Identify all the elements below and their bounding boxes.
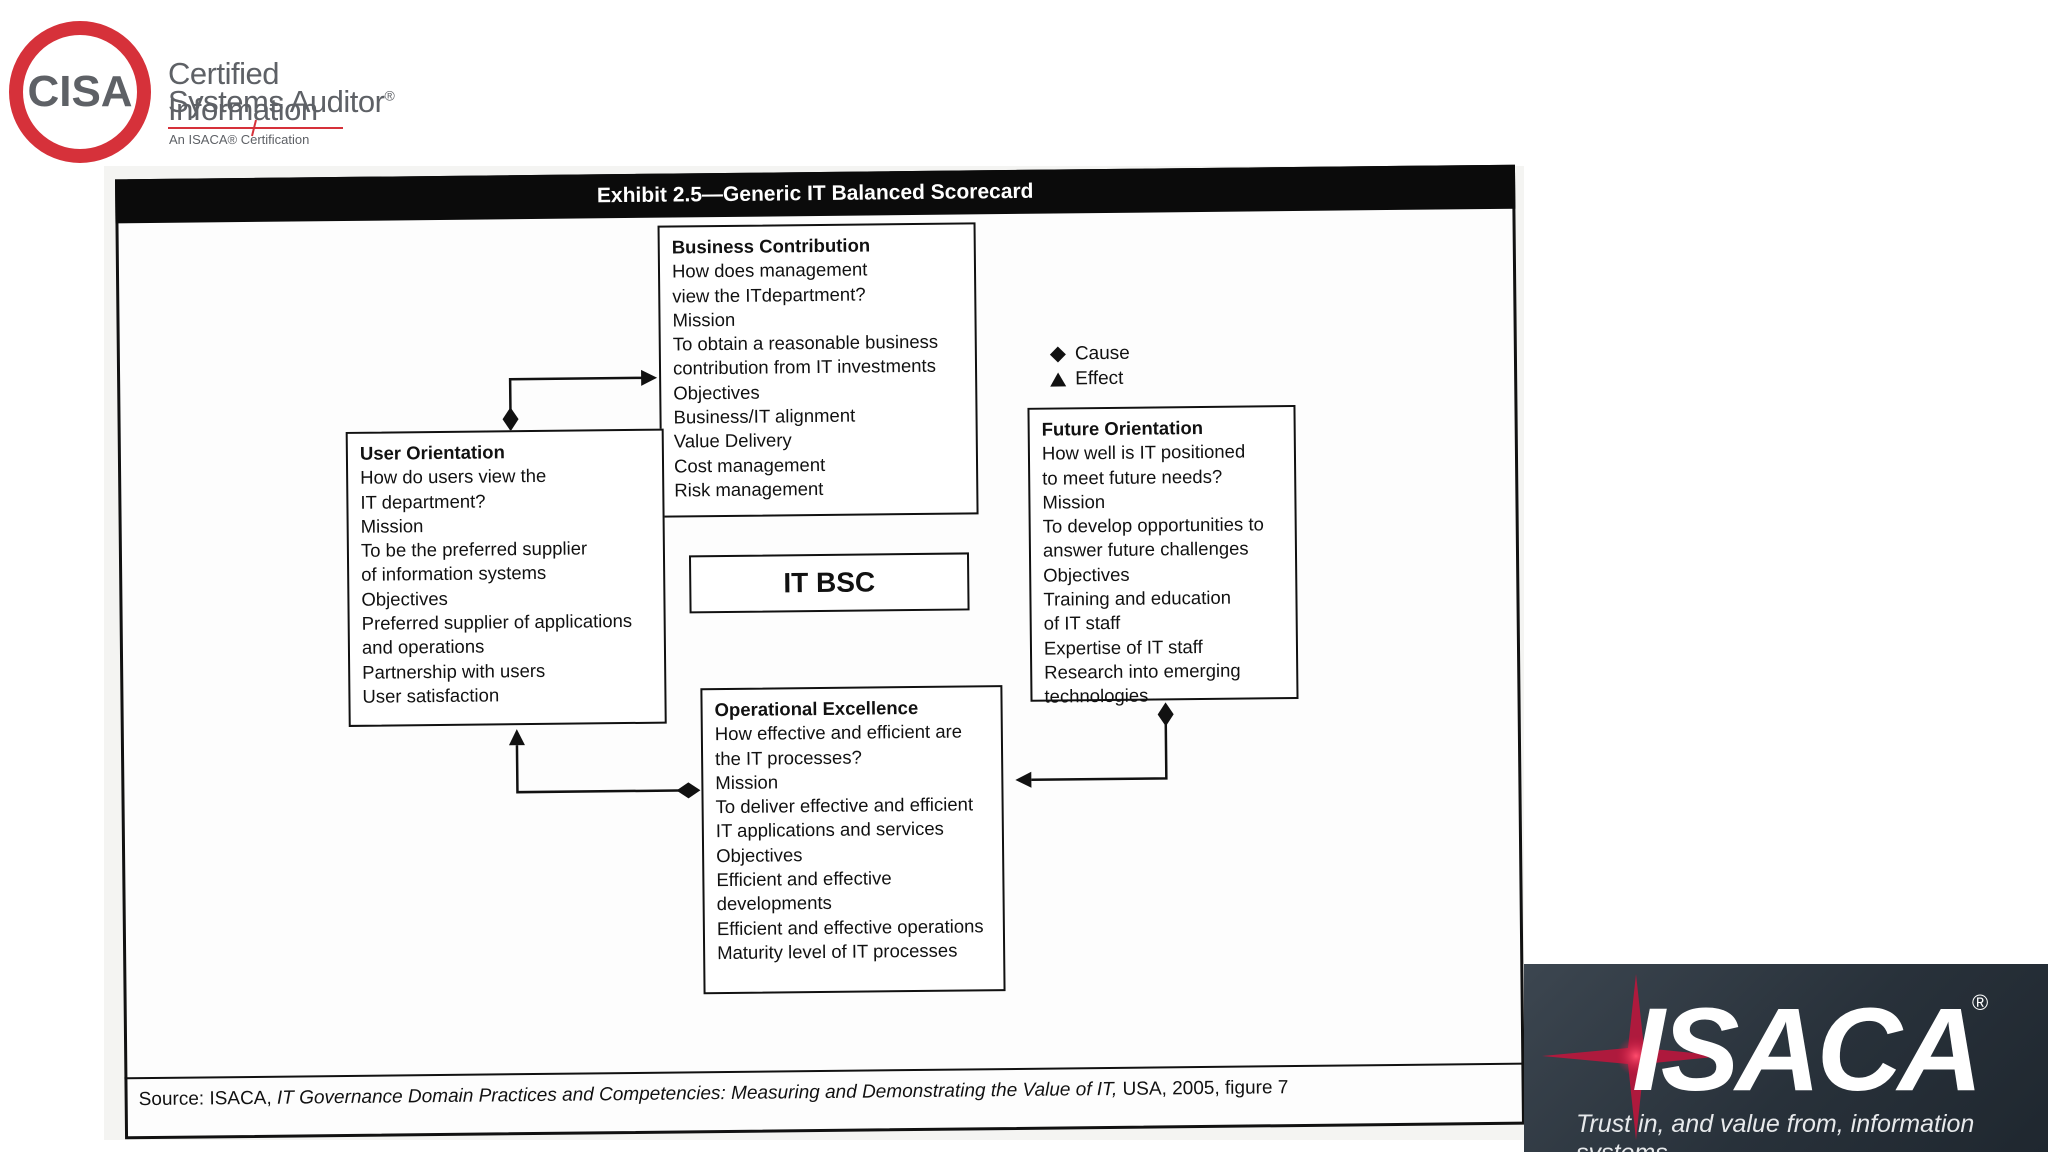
box-line: To develop opportunities to [1042, 513, 1264, 537]
cisa-tagline-line2: Systems Auditor® [168, 84, 395, 119]
box-line: and operations [361, 635, 485, 659]
cisa-subline: An ISACA® Certification [169, 132, 310, 147]
cisa-logo: CISA Certified Information Systems Audit… [6, 18, 406, 168]
box-line: IT department? [360, 490, 486, 513]
box-line: answer future challenges [1042, 537, 1249, 562]
box-title: Business Contribution [671, 234, 871, 258]
box-line: Mission [360, 515, 424, 537]
box-line: Mission [672, 308, 736, 331]
box-line: To deliver effective and efficient [715, 793, 974, 818]
box-line: of IT staff [1043, 612, 1121, 635]
box-line: Business/IT alignment [673, 404, 856, 428]
isaca-wordmark: ISACA [1632, 984, 1983, 1116]
box-line: To be the preferred supplier [360, 537, 588, 561]
box-title: Future Orientation [1041, 416, 1204, 440]
box-line: Objectives [716, 843, 803, 866]
box-line: How do users view the [360, 465, 547, 489]
box-line: contribution from IT investments [672, 355, 937, 380]
box-title: User Orientation [359, 441, 505, 464]
box-line: Risk management [674, 477, 824, 501]
legend-cause: Cause [1049, 341, 1130, 367]
legend-label: Effect [1075, 367, 1124, 390]
box-line: To obtain a reasonable business [672, 330, 939, 355]
box-line: Preferred supplier of applications [361, 610, 633, 634]
box-line: How effective and efficient are [714, 720, 963, 745]
box-line: of information systems [361, 562, 547, 586]
diamond-icon [1049, 345, 1066, 362]
legend: Cause Effect [1049, 341, 1130, 392]
box-line: IT applications and services [715, 818, 944, 842]
it-bsc-label: IT BSC [688, 552, 970, 614]
box-line: Value Delivery [673, 429, 792, 452]
box-line: to meet future needs? [1042, 465, 1223, 489]
box-line: the IT processes? [714, 746, 862, 769]
box-line: User satisfaction [362, 684, 500, 707]
box-line: Partnership with users [362, 659, 546, 683]
box-line: Training and education [1043, 586, 1232, 610]
box-line: Mission [715, 771, 779, 793]
cisa-wordmark: CISA [27, 67, 132, 116]
box-line: How does management [671, 258, 868, 282]
box-line: Efficient and effective operations [716, 914, 984, 939]
cisa-ring-icon: CISA [9, 21, 151, 163]
box-line: Mission [1042, 490, 1106, 513]
operational-excellence-box: Operational Excellence How effective and… [700, 685, 1006, 995]
exhibit-figure: Exhibit 2.5—Generic IT Balanced Scorecar… [115, 164, 1525, 1140]
box-line: Cost management [673, 453, 826, 477]
box-line: How well is IT positioned [1041, 440, 1246, 464]
business-contribution-box: Business Contribution How does managemen… [657, 222, 979, 518]
box-line: Expertise of IT staff [1043, 635, 1203, 659]
cisa-tagline-line1: Certified Information [168, 56, 318, 127]
box-line: view the ITdepartment? [672, 283, 866, 307]
box-line: Research into emerging [1044, 659, 1241, 683]
registered-mark: ® [1972, 990, 1989, 1015]
future-orientation-box: Future Orientation How well is IT positi… [1027, 405, 1299, 707]
legend-effect: Effect [1049, 366, 1130, 392]
triangle-icon [1050, 371, 1067, 387]
cisa-divider [168, 119, 343, 137]
box-line: technologies [1044, 684, 1149, 707]
box-line: developments [716, 892, 832, 915]
legend-label: Cause [1074, 342, 1130, 365]
box-title: Operational Excellence [714, 696, 919, 721]
box-line: Objectives [361, 587, 448, 610]
star-flare-icon [1542, 974, 1724, 1140]
isaca-logo: ISACA ® Trust in, and value from, inform… [1524, 964, 2048, 1152]
user-orientation-box: User Orientation How do users view the I… [345, 428, 667, 727]
box-line: Objectives [673, 381, 760, 404]
box-line: Maturity level of IT processes [717, 939, 958, 964]
box-line: Objectives [1043, 563, 1130, 586]
isaca-slogan: Trust in, and value from, information sy… [1576, 1110, 1975, 1152]
box-line: Efficient and effective [716, 867, 892, 891]
